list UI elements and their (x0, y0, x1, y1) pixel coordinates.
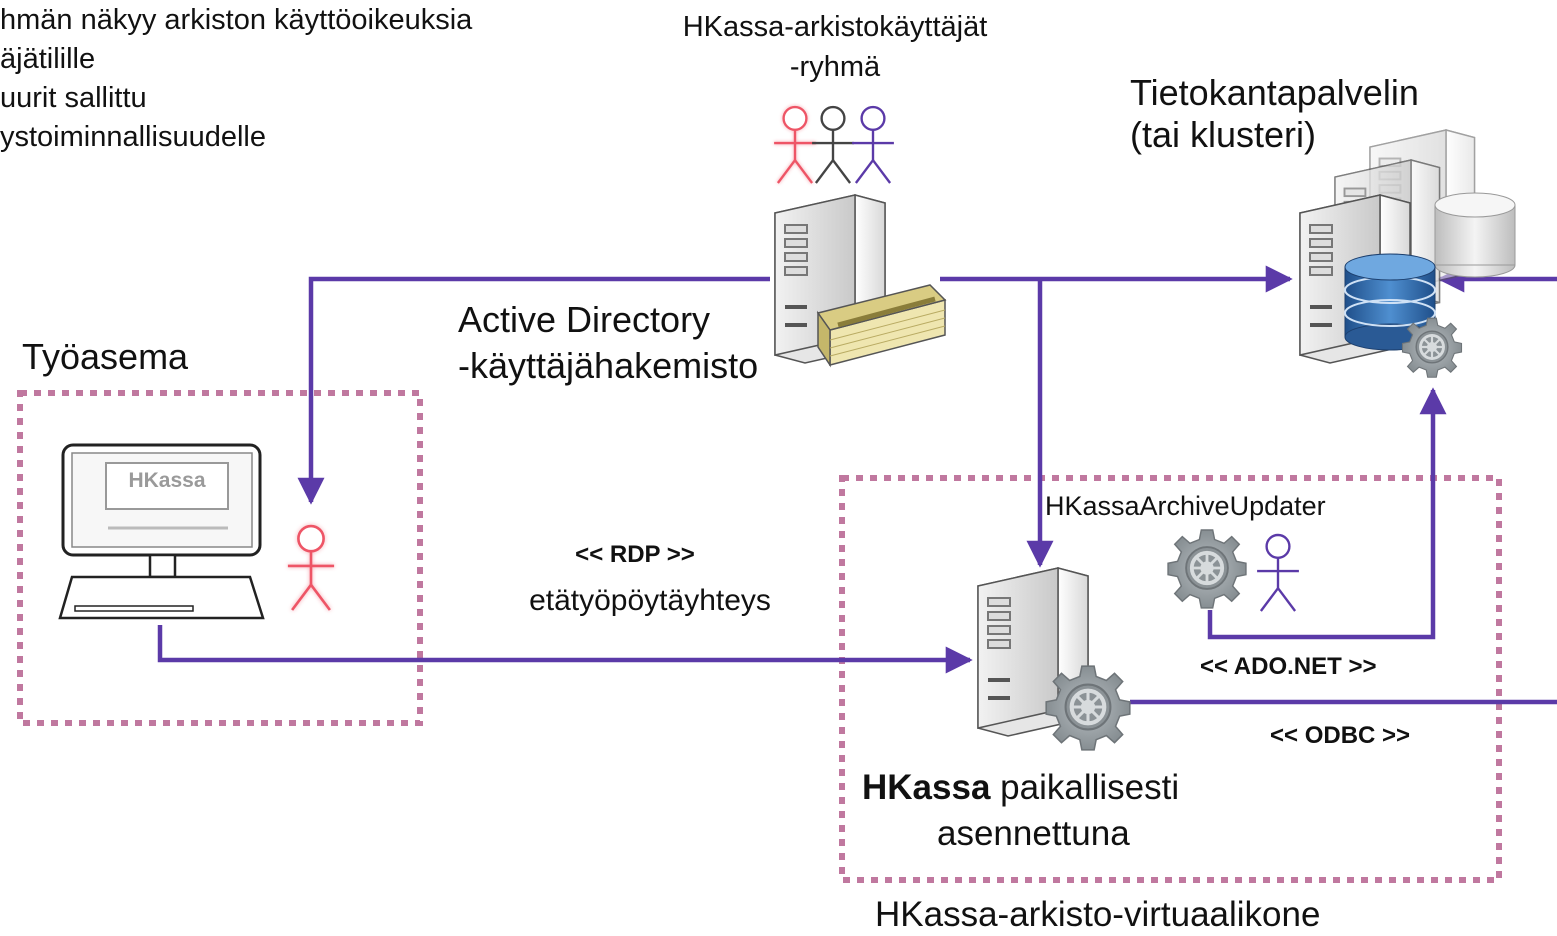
vm-caption: HKassa-arkisto-virtuaalikone (875, 895, 1321, 934)
rdp-description-label: etätyöpöytäyhteys (529, 584, 771, 617)
hkassa-install-suffix: paikallisesti (990, 768, 1180, 807)
rdp-connector (157, 625, 973, 674)
vm-server-icon (977, 567, 1130, 750)
active-directory-label: Active Directory -käyttäjähakemisto (458, 299, 758, 387)
odbc-label: << ODBC >> (1270, 722, 1411, 749)
hkassa-install-line2: asennettuna (937, 814, 1130, 853)
group-label: HKassa-arkistokäyttäjät -ryhmä (625, 9, 1045, 85)
notes-block: hmän näkyy arkiston käyttöoikeuksia äjät… (0, 1, 472, 157)
database-label: Tietokantapalvelin (tai klusteri) (1130, 72, 1419, 156)
ado-net-label: << ADO.NET >> (1200, 653, 1377, 680)
group-users-icon (772, 105, 896, 185)
ado-connector (1207, 387, 1447, 640)
workstation-computer-icon (58, 443, 265, 620)
group-label-line1: HKassa-arkistokäyttäjät (682, 11, 988, 43)
workstation-screen-label: HKassa (128, 469, 206, 492)
archive-updater-user-icon (1255, 533, 1301, 613)
active-directory-label-line1: Active Directory (458, 299, 711, 340)
database-label-line1: Tietokantapalvelin (1130, 72, 1419, 113)
ad-server-icon (774, 194, 947, 368)
workstation-boundary (17, 390, 423, 726)
hkassa-name: HKassa (862, 768, 991, 807)
database-server-icon (1299, 129, 1516, 379)
note-line: ystoiminnallisuudelle (0, 121, 266, 153)
workstation-title: Työasema (22, 336, 189, 377)
database-label-line2: (tai klusteri) (1130, 114, 1317, 155)
note-line: äjätilille (0, 43, 96, 75)
hkassa-install-label: HKassa paikallisesti asennettuna (862, 767, 1179, 855)
rdp-protocol-label: << RDP >> (575, 541, 695, 568)
note-line: uurit sallittu (0, 82, 147, 114)
archive-updater-label: HKassaArchiveUpdater (1045, 491, 1326, 521)
archive-updater-gear-icon (1166, 528, 1248, 610)
hkassa-install-line1: HKassa paikallisesti (862, 767, 1179, 809)
workstation-user-icon (286, 524, 336, 612)
active-directory-label-line2: -käyttäjähakemisto (458, 345, 759, 386)
note-line: hmän näkyy arkiston käyttöoikeuksia (0, 4, 473, 36)
group-label-line2: -ryhmä (789, 51, 881, 83)
ad-to-user-connector (297, 276, 770, 505)
vm-boundary (839, 475, 1502, 883)
